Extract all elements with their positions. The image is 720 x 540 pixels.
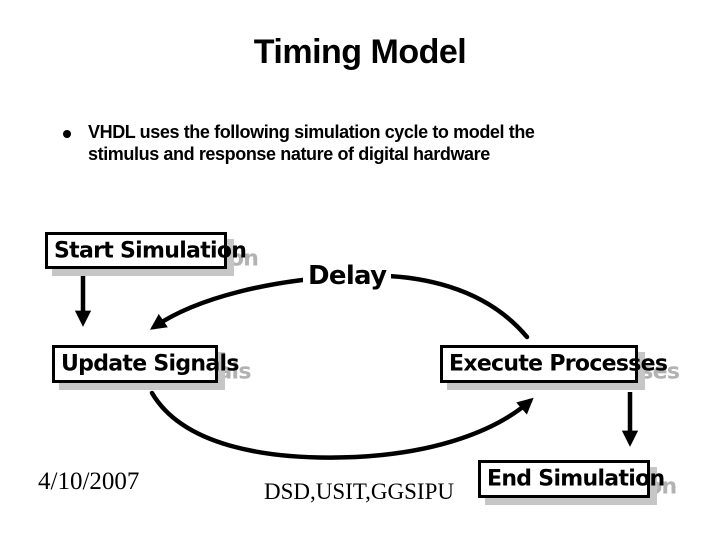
bullet-line-1: VHDL uses the following simulation cycle…	[88, 122, 535, 142]
slide-title: Timing Model	[253, 33, 467, 71]
box-update-signals-rect	[52, 345, 218, 383]
bullet-text: VHDL uses the following simulation cycle…	[88, 121, 535, 165]
bullet-line-2: stimulus and response nature of digital …	[88, 144, 490, 164]
box-execute-processes-rect	[440, 345, 638, 383]
box-start-simulation-label: Start Simulation	[54, 238, 247, 263]
box-end-simulation-label: End Simulation	[487, 466, 665, 492]
box-start-simulation-rect	[45, 232, 227, 269]
footer-date: 4/10/2007	[38, 468, 140, 495]
box-end-simulation: End Simulation End Simulation	[478, 460, 677, 500]
box-start-simulation: Start Simulation Start Simulation	[45, 232, 259, 271]
box-update-signals: Update Signals Update Signals	[52, 345, 251, 385]
delay-label: Delay	[303, 261, 392, 291]
box-execute-processes-label: Execute Processes	[449, 351, 668, 377]
bullet-icon	[63, 130, 71, 138]
box-update-signals-label: Update Signals	[61, 351, 239, 377]
box-end-simulation-rect	[478, 460, 650, 498]
footer-center-text: DSD,USIT,GGSIPU	[264, 479, 454, 504]
box-execute-processes: Execute Processes Execute Processes	[440, 345, 680, 385]
arrow-update-to-execute	[149, 390, 534, 460]
